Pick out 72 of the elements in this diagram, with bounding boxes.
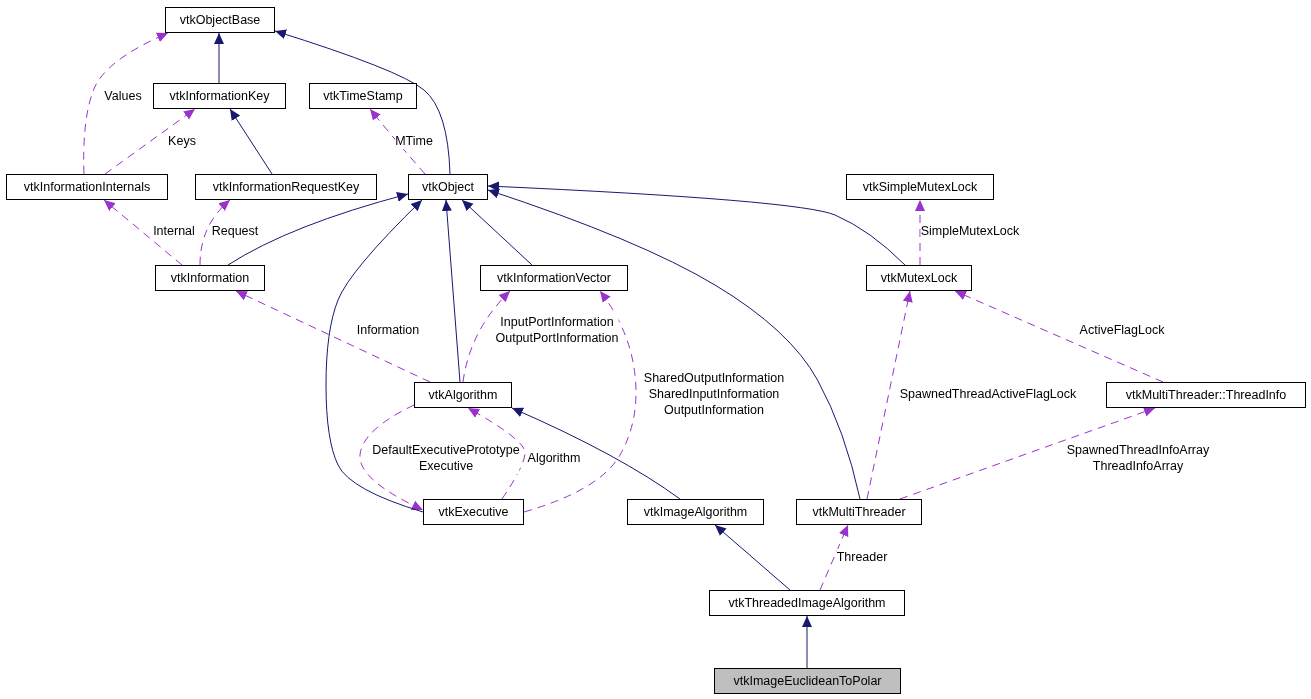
class-box xyxy=(1106,382,1306,408)
class-name: vtkInformationInternals xyxy=(23,180,151,194)
usage-arrow xyxy=(467,407,526,500)
class-box xyxy=(846,174,994,200)
usage-arrow xyxy=(104,108,196,175)
usage-arrow xyxy=(199,199,231,266)
class-name: vtkImageEuclideanToPolar xyxy=(733,674,882,688)
edge-label: Keys xyxy=(168,133,196,149)
class-box xyxy=(155,265,265,291)
class-name: vtkInformationVector xyxy=(497,271,611,285)
class-name: vtkThreadedImageAlgorithm xyxy=(728,596,886,610)
edge-label: SharedOutputInformation SharedInputInformation OutputInformation xyxy=(643,370,785,418)
inheritance-arrow xyxy=(227,192,409,266)
edge-label: MTime xyxy=(395,133,433,149)
class-box xyxy=(408,174,488,200)
inheritance-arrow xyxy=(461,199,533,266)
class-box xyxy=(866,265,972,291)
class-box xyxy=(165,7,275,33)
edge-label: Request xyxy=(211,223,259,239)
inheritance-arrow xyxy=(274,29,451,175)
edge-label: ActiveFlagLock xyxy=(1079,322,1165,338)
class-name: vtkObject xyxy=(421,180,475,194)
usage-arrow xyxy=(369,108,426,175)
class-name: vtkExecutive xyxy=(438,505,509,519)
inheritance-arrow xyxy=(511,407,681,500)
inheritance-arrow xyxy=(229,108,273,175)
class-name: vtkMutexLock xyxy=(880,271,958,285)
class-name: vtkMultiThreader::ThreadInfo xyxy=(1125,388,1287,402)
edge-label: InputPortInformation OutputPortInformation xyxy=(495,314,619,346)
class-name: vtkImageAlgorithm xyxy=(643,505,748,519)
class-box xyxy=(480,265,628,291)
inheritance-arrow xyxy=(214,32,224,84)
class-name: vtkInformationKey xyxy=(169,89,270,103)
inheritance-arrow xyxy=(441,199,461,383)
class-name: vtkInformationRequestKey xyxy=(212,180,360,194)
class-name: vtkInformation xyxy=(170,271,250,285)
class-box xyxy=(195,174,377,200)
class-box xyxy=(714,668,901,694)
usage-arrow xyxy=(83,32,169,175)
usage-arrow xyxy=(523,290,637,513)
class-box xyxy=(309,83,417,109)
usage-arrow xyxy=(954,290,1164,383)
inheritance-arrow xyxy=(487,188,861,500)
class-box xyxy=(423,499,524,525)
edge-label: SpawnedThreadInfoArray ThreadInfoArray xyxy=(1066,442,1210,474)
usage-arrow xyxy=(915,199,925,266)
edge-label: SpawnedThreadActiveFlagLock xyxy=(899,386,1077,402)
class-name: vtkSimpleMutexLock xyxy=(862,180,978,194)
edge-label: DefaultExecutivePrototype Executive xyxy=(372,442,520,474)
edge-label: SimpleMutexLock xyxy=(920,223,1020,239)
class-name: vtkObjectBase xyxy=(179,13,261,27)
class-name: vtkTimeStamp xyxy=(323,89,403,103)
class-name: vtkMultiThreader xyxy=(812,505,906,519)
class-box xyxy=(627,499,764,525)
inheritance-arrow xyxy=(487,181,906,266)
class-box xyxy=(153,83,286,109)
class-box xyxy=(6,174,168,200)
class-box xyxy=(796,499,922,525)
inheritance-arrow xyxy=(325,199,424,513)
class-box xyxy=(414,382,512,408)
usage-arrow xyxy=(866,290,913,500)
usage-arrow xyxy=(462,290,511,383)
class-box xyxy=(709,590,905,616)
inheritance-arrow xyxy=(714,524,791,591)
usage-arrow xyxy=(235,290,431,383)
edge-label: Algorithm xyxy=(527,450,581,466)
inheritance-arrow xyxy=(802,615,812,669)
usage-arrow xyxy=(899,407,1156,500)
class-name: vtkAlgorithm xyxy=(428,388,498,402)
usage-arrow xyxy=(819,524,849,591)
usage-arrow xyxy=(103,199,183,266)
usage-arrow xyxy=(359,404,424,511)
